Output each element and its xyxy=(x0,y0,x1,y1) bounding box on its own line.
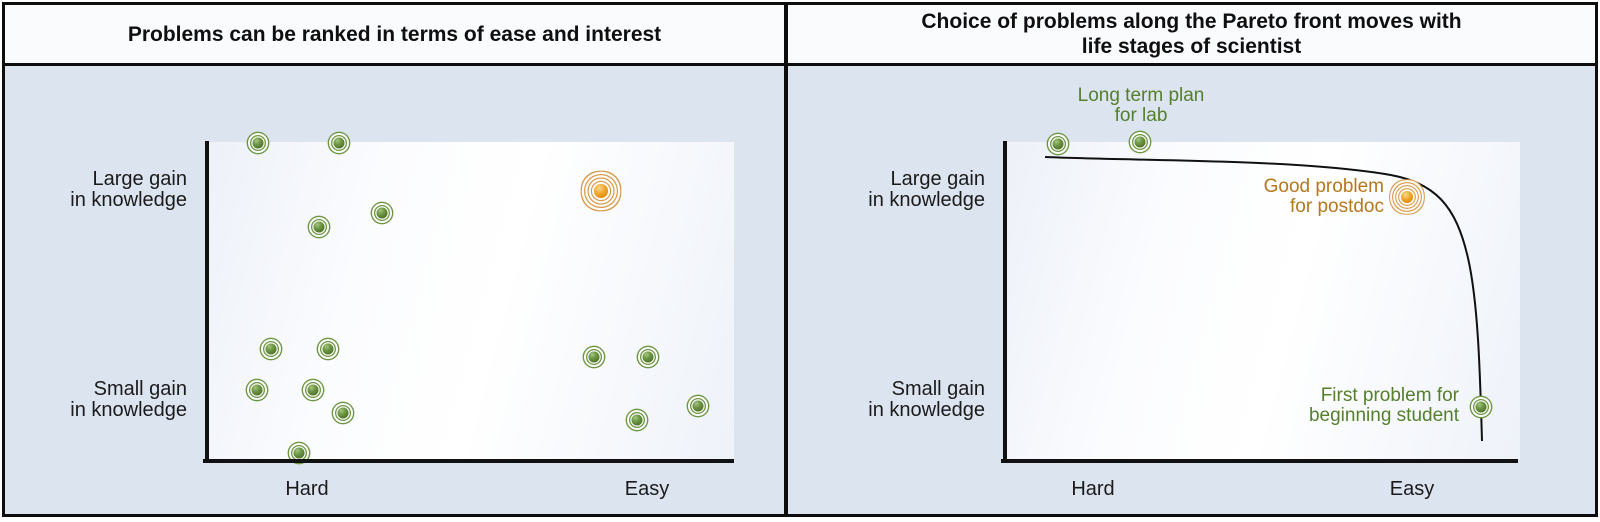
left-plot-area xyxy=(207,142,734,460)
left-ylabel-large-gain: Large gain in knowledge xyxy=(30,169,187,211)
left-xlabel-hard: Hard xyxy=(285,478,329,500)
right-ylabel-large-line2: in knowledge xyxy=(868,189,985,211)
frame-border-left xyxy=(2,2,5,517)
data-point-green xyxy=(376,207,388,219)
right-plot-area xyxy=(1007,142,1520,460)
right-panel-title: Choice of problems along the Pareto fron… xyxy=(788,5,1595,63)
data-point-green xyxy=(322,343,334,355)
title-strip-background xyxy=(5,5,1595,63)
left-x-axis-line xyxy=(203,459,734,463)
annotation-good-problem-line1: Good problem xyxy=(1263,176,1384,197)
annotation-long-term-plan: Long term plan for lab xyxy=(1078,86,1205,126)
annotation-good-problem: Good problem for postdoc xyxy=(1264,177,1384,217)
left-ylabel-large-line1: Large gain xyxy=(92,168,187,190)
right-ylabel-large-gain: Large gain in knowledge xyxy=(828,169,985,211)
right-title-line2: life stages of scientist xyxy=(1081,35,1302,58)
frame-border-top xyxy=(2,2,1598,5)
data-point-green xyxy=(631,414,643,426)
right-y-axis-line xyxy=(1003,141,1007,463)
frame-border-bottom xyxy=(2,514,1598,517)
data-point-green xyxy=(642,351,654,363)
data-point-green xyxy=(1052,138,1064,150)
left-ylabel-large-line2: in knowledge xyxy=(70,189,187,211)
data-point-green xyxy=(1134,136,1146,148)
data-point-highlight xyxy=(594,184,608,198)
data-point-green xyxy=(333,137,345,149)
data-point-green xyxy=(307,384,319,396)
data-point-highlight xyxy=(1401,191,1413,203)
left-panel-title: Problems can be ranked in terms of ease … xyxy=(5,5,784,63)
right-title-line1: Choice of problems along the Pareto fron… xyxy=(921,10,1462,33)
data-point-green xyxy=(337,407,349,419)
right-ylabel-large-line1: Large gain xyxy=(890,168,985,190)
data-point-green xyxy=(265,343,277,355)
annotation-first-problem-line1: First problem for xyxy=(1320,385,1459,406)
left-y-axis-line xyxy=(205,141,209,463)
frame-border-right xyxy=(1595,2,1598,517)
pareto-front-path xyxy=(1044,156,1483,442)
panel-divider-line xyxy=(784,2,788,517)
data-point-green xyxy=(692,400,704,412)
right-xlabel-easy: Easy xyxy=(1389,478,1435,500)
data-point-green xyxy=(293,447,305,459)
left-title-text: Problems can be ranked in terms of ease … xyxy=(127,22,662,46)
left-ylabel-small-line1: Small gain xyxy=(93,378,187,400)
left-ylabel-small-line2: in knowledge xyxy=(70,399,187,421)
data-point-green xyxy=(588,351,600,363)
annotation-first-problem-line2: beginning student xyxy=(1308,405,1459,426)
left-ylabel-small-gain: Small gain in knowledge xyxy=(30,379,187,421)
data-point-green xyxy=(1475,401,1487,413)
right-xlabel-hard: Hard xyxy=(1071,478,1115,500)
annotation-good-problem-line2: for postdoc xyxy=(1290,196,1384,217)
right-ylabel-small-gain: Small gain in knowledge xyxy=(828,379,985,421)
data-point-green xyxy=(313,221,325,233)
data-point-green xyxy=(252,137,264,149)
right-ylabel-small-line1: Small gain xyxy=(891,378,985,400)
title-separator-line xyxy=(2,63,1598,66)
data-point-green xyxy=(251,384,263,396)
annotation-first-problem: First problem for beginning student xyxy=(1309,386,1459,426)
annotation-long-term-line2: for lab xyxy=(1114,105,1168,126)
right-ylabel-small-line2: in knowledge xyxy=(868,399,985,421)
right-x-axis-line xyxy=(1001,459,1518,463)
left-xlabel-easy: Easy xyxy=(624,478,670,500)
annotation-long-term-line1: Long term plan xyxy=(1077,85,1205,106)
